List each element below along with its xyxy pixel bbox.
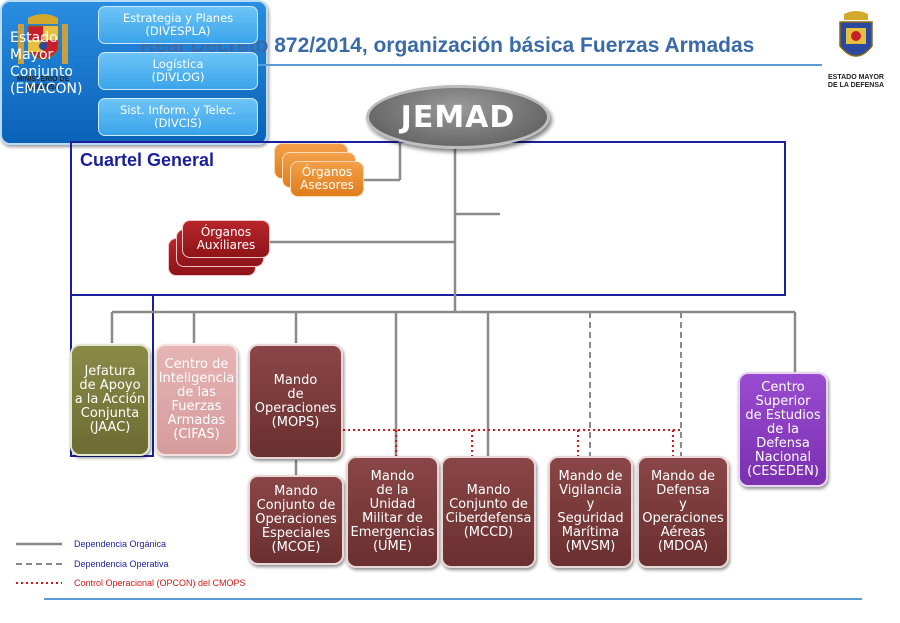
mvsm-label: Mando de Vigilancia y Seguridad Marítima… [557,469,624,554]
legend-label: Control Operacional (OPCON) del CMOPS [74,578,246,588]
division-divespla: Estrategia y Planes (DIVESPLA) [98,6,258,44]
left-emblem: MINISTERIO DE DEFENSA [6,10,80,91]
mcoe-label: Mando Conjunto de Operaciones Especiales… [255,484,337,555]
emad-shield-icon [839,11,873,57]
mops-node: Mando de Operaciones (MOPS) [248,344,343,459]
dashed-line-icon [16,563,62,565]
cifas-node: Centro de Inteligencia de las Fuerzas Ar… [155,344,238,456]
ceseden-node: Centro Superior de Estudios de la Defens… [738,372,828,487]
legend-label: Dependencia Orgánica [74,539,167,549]
organos-auxiliares-label: Órganos Auxiliares [196,225,256,252]
mccd-label: Mando Conjunto de Ciberdefensa (MCCD) [445,483,532,540]
title-divider [140,64,822,66]
jaac-label: Jefatura de Apoyo a la Acción Conjunta (… [74,364,146,435]
mdoa-label: Mando de Defensa y Operaciones Aéreas (M… [642,469,724,554]
mops-label: Mando de Operaciones (MOPS) [254,372,337,430]
ume-node: Mando de la Unidad Militar de Emergencia… [346,456,439,568]
mcoe-node: Mando Conjunto de Operaciones Especiales… [248,475,344,565]
mccd-node: Mando Conjunto de Ciberdefensa (MCCD) [441,456,536,568]
division-divlog: Logística (DIVLOG) [98,52,258,90]
jemad-node: JEMAD [366,85,550,149]
page-title: Real Decreto 872/2014, organización bási… [140,34,755,57]
emacon-node: Estado Mayor Conjunto (EMACON) Estrategi… [0,0,268,145]
mvsm-node: Mando de Vigilancia y Seguridad Marítima… [548,456,633,568]
cuartel-general-label: Cuartel General [80,150,215,170]
mdoa-node: Mando de Defensa y Operaciones Aéreas (M… [637,456,729,568]
organos-auxiliares-stack-front [182,220,270,258]
solid-line-icon [16,542,62,546]
cifas-label: Centro de Inteligencia de las Fuerzas Ar… [158,357,235,442]
legend-label: Dependencia Operativa [74,559,169,569]
footer-divider [44,598,862,600]
ceseden-label: Centro Superior de Estudios de la Defens… [745,379,821,479]
division-divcis: Sist. Inform. y Telec. (DIVCIS) [98,98,258,136]
emacon-title: Estado Mayor Conjunto (EMACON) [10,30,83,97]
organos-asesores-label: Órganos Asesores [300,165,354,192]
right-emblem-caption: ESTADO MAYOR DE LA DEFENSA [827,74,885,89]
spain-coat-of-arms-icon [18,14,68,64]
left-emblem-caption: MINISTERIO DE DEFENSA [16,76,70,91]
organos-asesores-stack-front [290,161,364,197]
dotted-line-icon [16,582,62,584]
ume-label: Mando de la Unidad Militar de Emergencia… [350,469,435,554]
right-emblem: ESTADO MAYOR DE LA DEFENSA [818,8,894,92]
jaac-node: Jefatura de Apoyo a la Acción Conjunta (… [70,344,150,456]
